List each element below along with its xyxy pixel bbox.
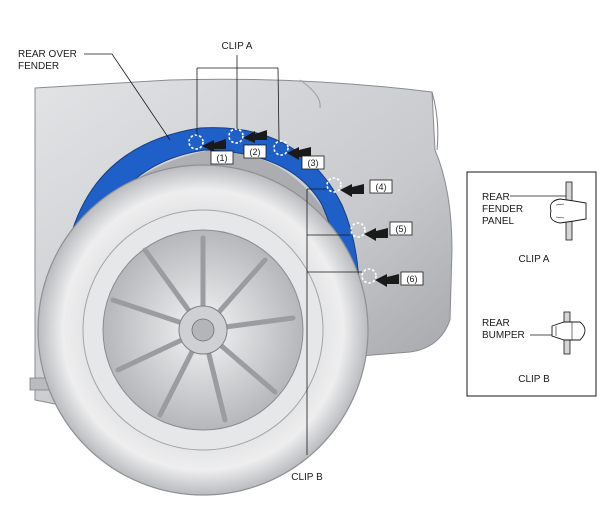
arrow-6 — [375, 274, 399, 287]
inset-bumper-label-line2: BUMPER — [482, 330, 525, 341]
clip-marker-1 — [188, 134, 204, 150]
step-box-1 — [210, 150, 234, 165]
inset-clip-b-caption: CLIP B — [518, 374, 550, 385]
step-label-5: (5) — [396, 224, 407, 234]
step-label-4: (4) — [376, 182, 387, 192]
clip-marker-4 — [326, 177, 342, 193]
step-box-5 — [389, 221, 413, 236]
callout-rear-over-fender-line1: REAR OVER — [18, 49, 77, 60]
clip-detail-inset: REAR FENDER PANEL CLIP A REAR BUMPER CLI… — [466, 171, 597, 397]
callout-clip-b: CLIP B — [291, 472, 323, 483]
arrow-1 — [202, 139, 226, 152]
inset-fender-label-line3: PANEL — [482, 216, 514, 227]
center-cap — [191, 318, 215, 342]
step-label-2: (2) — [250, 147, 261, 157]
step-box-2 — [243, 144, 267, 159]
clip-marker-2 — [228, 128, 244, 144]
arrow-4 — [340, 184, 364, 197]
leader-rear-over-fender — [84, 53, 171, 141]
step-box-6 — [400, 271, 424, 286]
clip-marker-6 — [361, 268, 377, 284]
bumper-edge — [431, 91, 439, 151]
inset-fender-label-line2: FENDER — [482, 204, 523, 215]
arrow-2 — [243, 130, 267, 143]
inset-fender-label-line1: REAR — [482, 192, 510, 203]
leader-lines — [84, 53, 362, 455]
step-label-6: (6) — [407, 274, 418, 284]
arrow-5 — [364, 228, 388, 241]
callout-rear-over-fender-line2: FENDER — [18, 61, 59, 72]
inset-bumper-label-line1: REAR — [482, 318, 510, 329]
clip-marker-3 — [273, 140, 289, 156]
rear-window-edge — [299, 79, 321, 109]
wheel-assembly — [37, 164, 369, 496]
step-box-3 — [301, 155, 325, 170]
step-label-1: (1) — [217, 153, 228, 163]
clip-markers — [188, 128, 377, 284]
clip-marker-5 — [350, 222, 366, 238]
step-box-4 — [369, 179, 393, 194]
callout-clip-a: CLIP A — [222, 41, 253, 52]
inset-clip-a-caption: CLIP A — [519, 254, 550, 265]
clip-b-shape — [551, 321, 586, 341]
clip-a-shape — [549, 198, 587, 224]
step-label-3: (3) — [308, 158, 319, 168]
step-boxes: (1) (2) (3) (4) (5) (6) — [210, 144, 424, 286]
